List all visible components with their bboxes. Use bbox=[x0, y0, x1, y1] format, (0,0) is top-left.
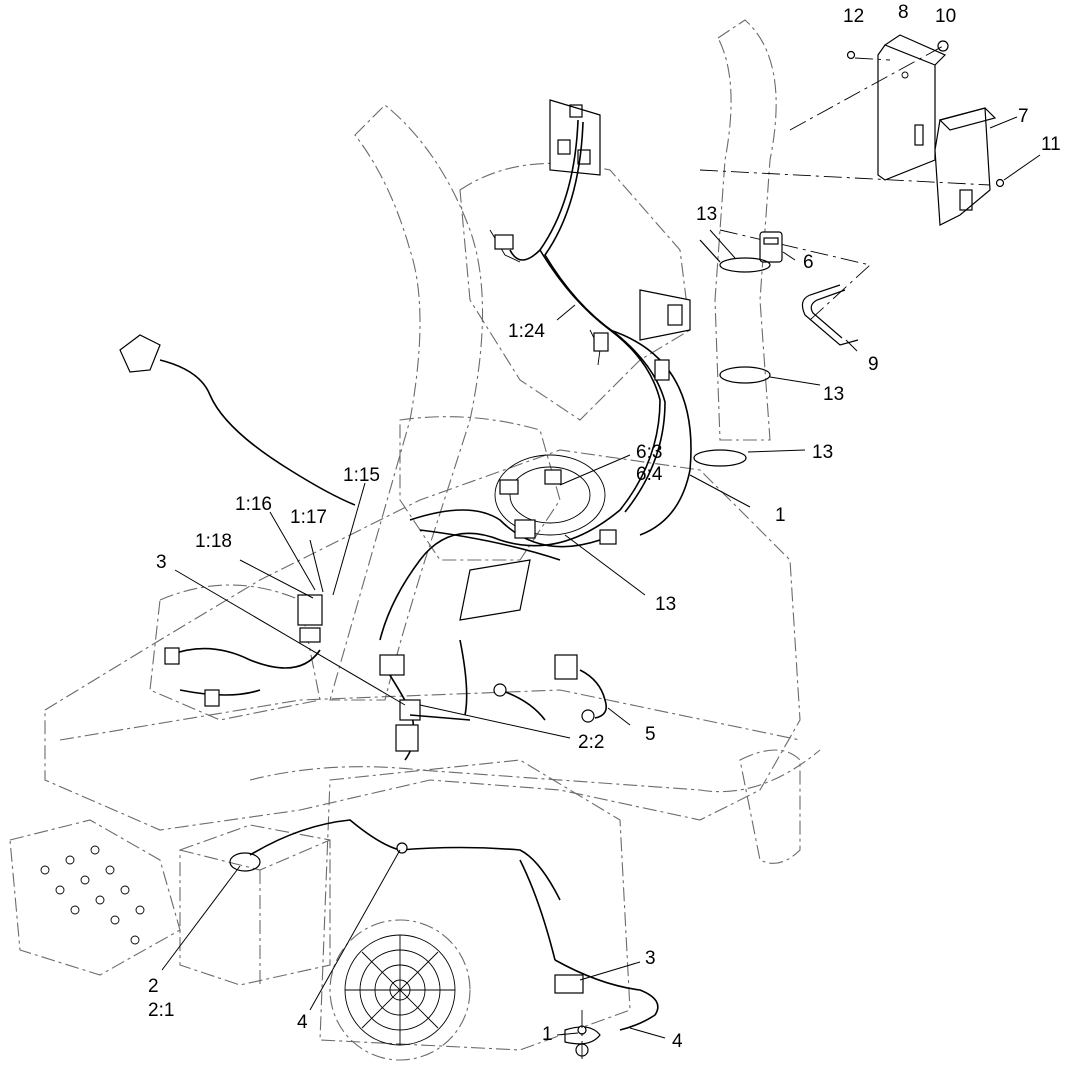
callout-2-2: 2:2 bbox=[578, 732, 604, 753]
callout-3-upper: 3 bbox=[156, 552, 167, 573]
callout-1-15: 1:15 bbox=[343, 465, 380, 486]
callout-8: 8 bbox=[898, 2, 909, 23]
battery-cable-4-upper bbox=[249, 819, 561, 901]
callout-1-17: 1:17 bbox=[290, 507, 327, 528]
exploded-alignment-lines bbox=[699, 44, 991, 321]
callout-13-top: 13 bbox=[696, 204, 717, 225]
callout-13-center: 13 bbox=[655, 594, 676, 615]
callout-1-right: 1 bbox=[775, 505, 786, 526]
hose-9 bbox=[801, 284, 859, 346]
callout-1-bottom: 1 bbox=[542, 1024, 553, 1045]
step-plate-holes bbox=[40, 845, 145, 945]
harness-connector-b bbox=[593, 332, 609, 352]
module-bracket bbox=[877, 34, 947, 181]
seat-switch-connector bbox=[119, 334, 356, 506]
leader-lines bbox=[161, 116, 1041, 1039]
harness-connector-c bbox=[654, 359, 670, 381]
left-harness-connectors bbox=[164, 594, 323, 707]
callout-labels: 12 8 10 7 11 13 6 9 1:24 13 13 6:3 6:4 1… bbox=[148, 2, 1061, 1052]
chassis-phantom-outline bbox=[9, 19, 821, 1061]
connector-6 bbox=[759, 231, 783, 263]
callout-7: 7 bbox=[1018, 106, 1029, 127]
callout-10: 10 bbox=[935, 6, 956, 27]
callout-1-16: 1:16 bbox=[235, 494, 272, 515]
callout-3-lower: 3 bbox=[645, 948, 656, 969]
callout-2-1: 2:1 bbox=[148, 1000, 174, 1021]
battery-cable-4-lower bbox=[519, 859, 659, 1060]
washer-10 bbox=[937, 40, 949, 52]
wiring-harness-main bbox=[379, 119, 692, 641]
callout-2: 2 bbox=[148, 976, 159, 997]
harness-connector-a bbox=[494, 234, 514, 250]
callout-6: 6 bbox=[803, 252, 814, 273]
callout-13-lower: 13 bbox=[812, 442, 833, 463]
ground-wire-5 bbox=[493, 654, 608, 723]
callout-9: 9 bbox=[868, 354, 879, 375]
callout-6-3: 6:3 bbox=[636, 442, 662, 463]
nut-12 bbox=[846, 50, 856, 60]
upper-harness-plate bbox=[549, 99, 691, 341]
cable-ties bbox=[693, 239, 771, 467]
callout-13-mid: 13 bbox=[823, 384, 844, 405]
callout-6-4: 6:4 bbox=[636, 464, 663, 485]
callout-4-bottom: 4 bbox=[672, 1031, 683, 1052]
screw-11 bbox=[995, 178, 1005, 188]
callout-5: 5 bbox=[645, 724, 656, 745]
lower-harness bbox=[379, 639, 471, 761]
callout-4-left: 4 bbox=[297, 1012, 308, 1033]
battery-terminal bbox=[229, 852, 261, 872]
callout-12: 12 bbox=[843, 6, 864, 27]
callout-1-24: 1:24 bbox=[508, 321, 545, 342]
central-harness-bundle bbox=[409, 454, 617, 621]
callout-1-18: 1:18 bbox=[195, 531, 232, 552]
engine-fan bbox=[344, 934, 456, 1046]
control-module bbox=[934, 107, 997, 226]
callout-11: 11 bbox=[1041, 134, 1061, 155]
